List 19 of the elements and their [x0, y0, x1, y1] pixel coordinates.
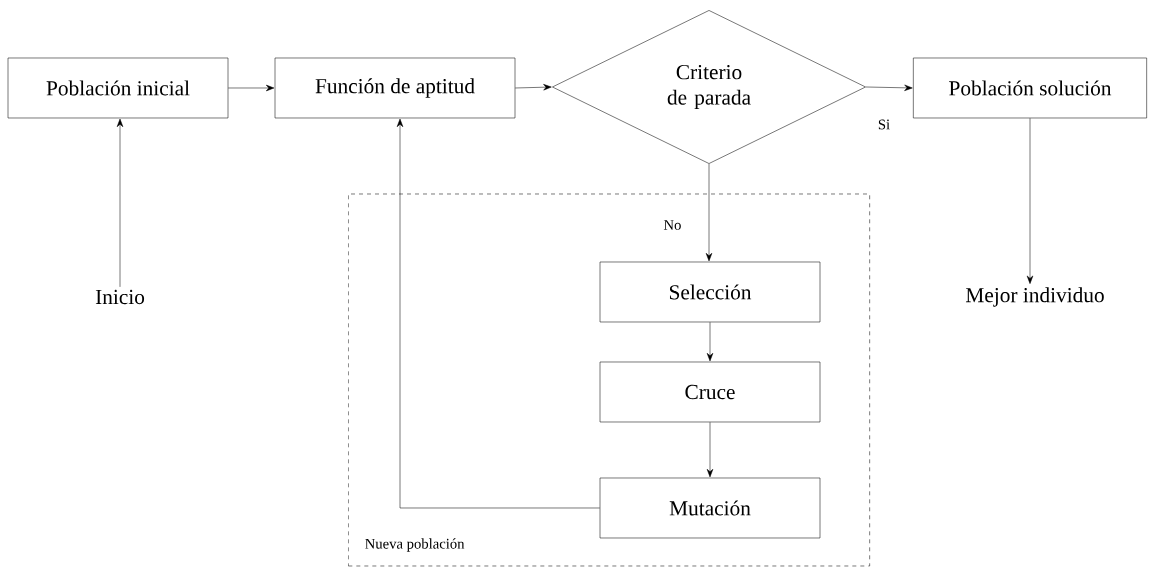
arrow: [865, 84, 913, 91]
process-box: Cruce: [599, 361, 821, 423]
process-box: Población inicial: [7, 57, 229, 119]
process-box: Función de aptitud: [274, 57, 516, 119]
arrow: [1026, 118, 1034, 284]
edge-label: Si: [878, 119, 890, 130]
process-box: Mutación: [599, 477, 821, 539]
text-label: Mejor individuo: [966, 287, 1104, 307]
arrow: [705, 163, 713, 262]
arrow: [228, 84, 275, 92]
process-box: Selección: [599, 261, 821, 323]
arrow: [116, 118, 124, 288]
arrow: [706, 322, 714, 362]
edge-label: No: [663, 220, 681, 230]
arrow: [515, 84, 552, 91]
text-label: Inicio: [95, 289, 145, 305]
arrow: [706, 422, 714, 478]
process-box: Población solución: [913, 57, 1147, 119]
arrow: [396, 118, 600, 509]
